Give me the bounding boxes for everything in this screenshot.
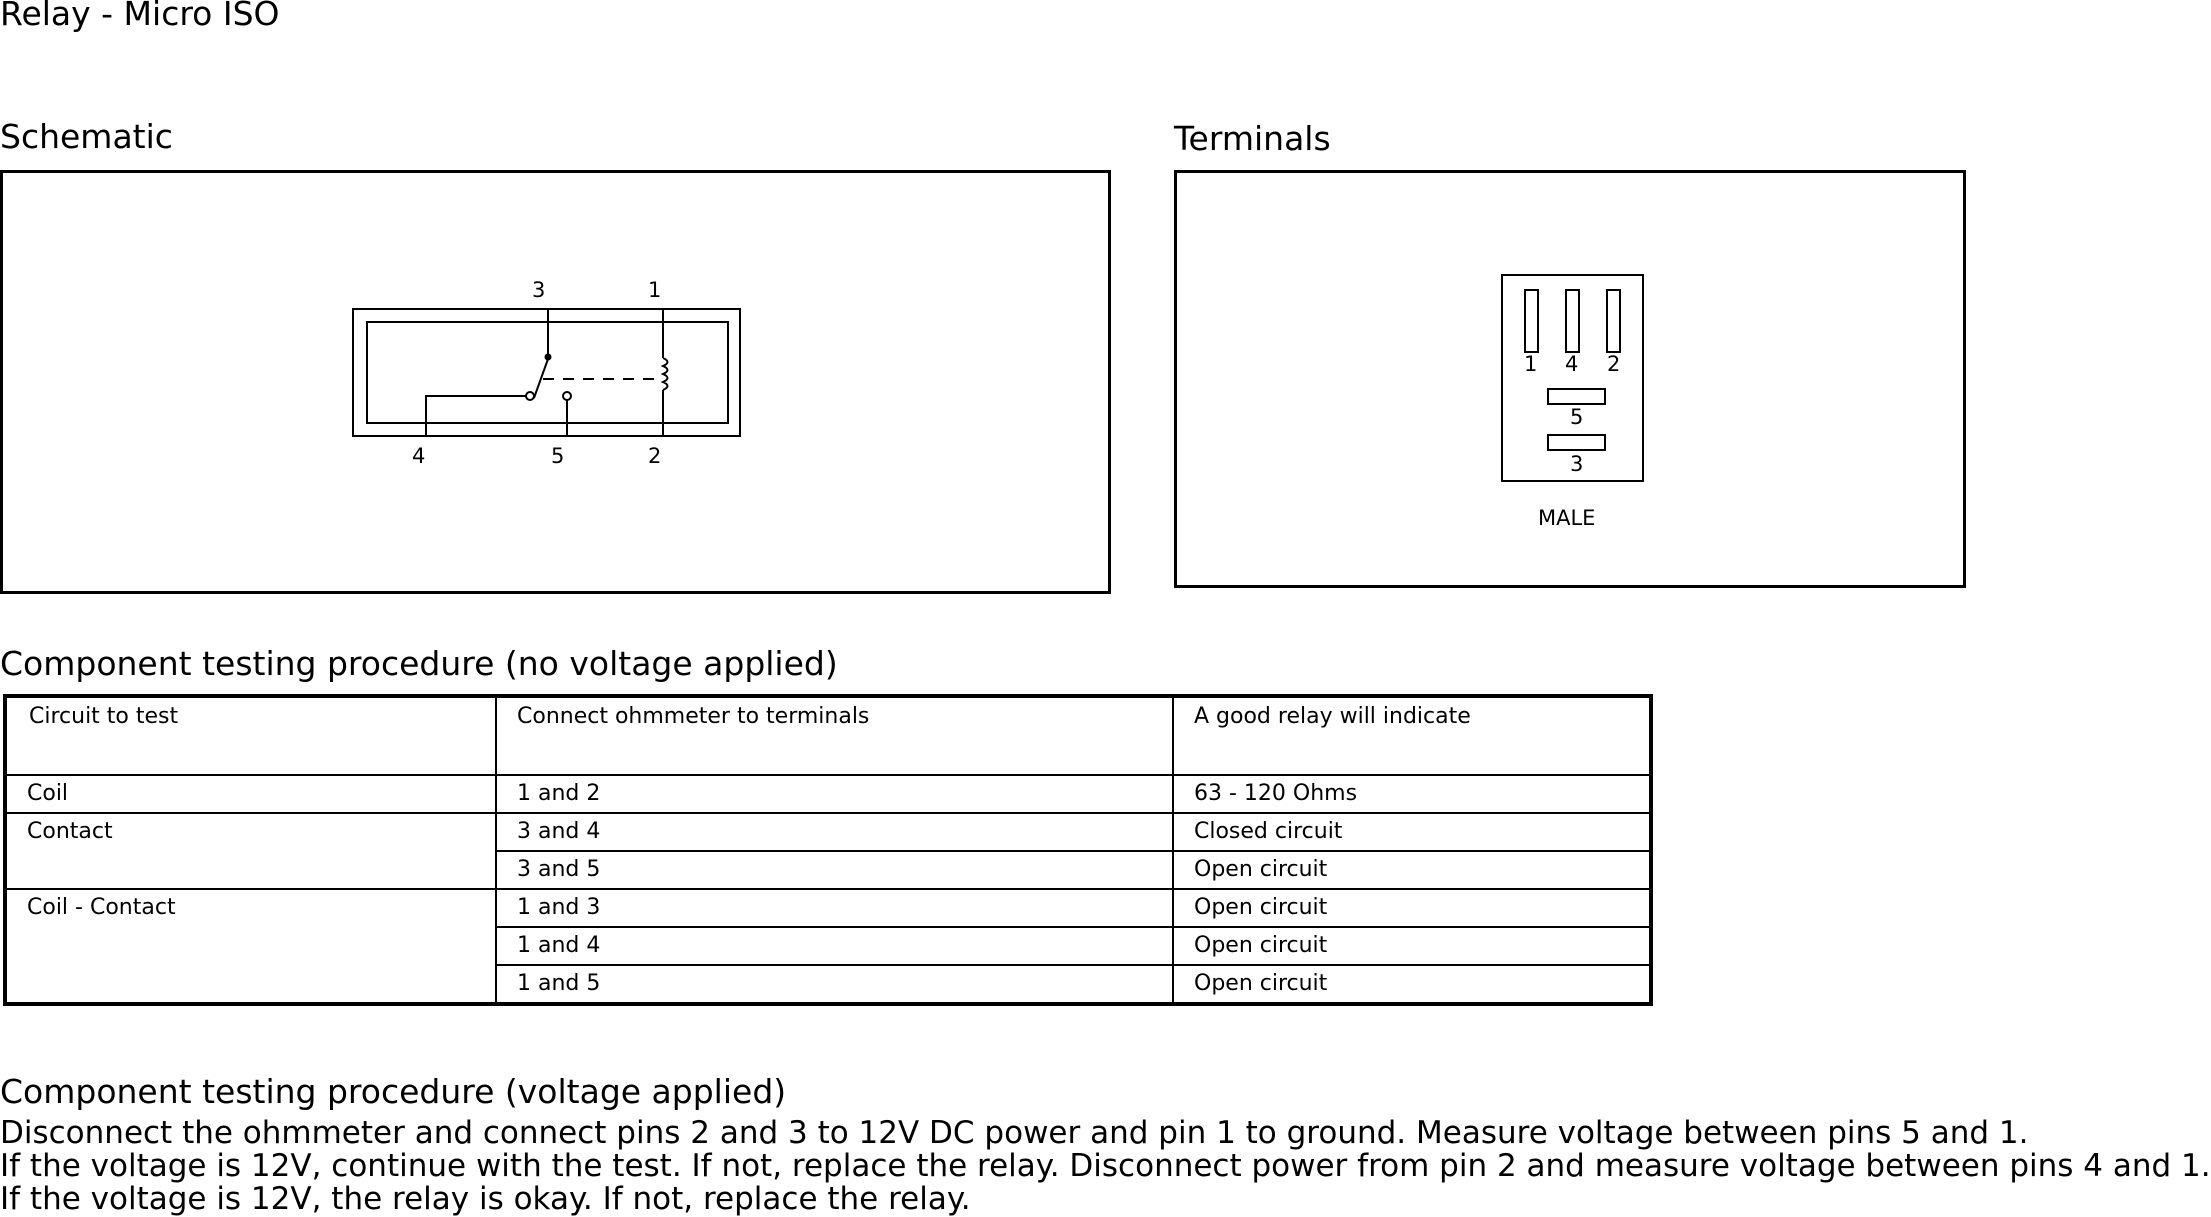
table-row: Coil - Contact 1 and 3 Open circuit <box>4 888 1652 1005</box>
terminal-blade-1 <box>1524 289 1539 353</box>
table-row: 1 and 5 Open circuit <box>5 964 1652 1005</box>
table-header-row: Circuit to test Connect ohmmeter to term… <box>4 695 1652 776</box>
terminal-blade-2 <box>1606 289 1621 353</box>
cell-terminals: 1 and 5 <box>495 964 1174 1005</box>
connector-outline <box>1501 274 1644 482</box>
cell-result: Open circuit <box>1172 926 1652 966</box>
schematic-heading: Schematic <box>0 117 173 156</box>
terminal-layout-diagram: 1 4 2 5 3 MALE <box>1501 274 1644 530</box>
column-header-terminals: Connect ohmmeter to terminals <box>495 695 1174 776</box>
cell-terminals: 1 and 3 <box>495 888 1174 928</box>
schematic-pin-4: 4 <box>412 444 425 468</box>
voltage-instruction-line-3: If the voltage is 12V, the relay is okay… <box>0 1181 971 1217</box>
terminal-label-4: 4 <box>1565 352 1578 376</box>
cell-terminals: 3 and 4 <box>495 812 1174 852</box>
cell-result: Open circuit <box>1172 888 1652 928</box>
terminals-heading: Terminals <box>1174 119 1331 158</box>
table-row: Contact 3 and 4 Closed circuit <box>4 812 1652 890</box>
table-row: 1 and 4 Open circuit <box>5 926 1652 966</box>
schematic-pin-3: 3 <box>532 278 545 302</box>
cell-circuit: Coil <box>4 774 497 814</box>
testing-no-voltage-heading: Component testing procedure (no voltage … <box>0 644 838 683</box>
cell-result: Open circuit <box>1172 850 1652 890</box>
pin-4-lead <box>425 395 526 436</box>
contact-5-terminal <box>562 391 572 401</box>
column-header-circuit: Circuit to test <box>4 695 497 776</box>
terminal-blade-5 <box>1547 388 1606 405</box>
terminal-label-1: 1 <box>1524 352 1537 376</box>
page-title: Relay - Micro ISO <box>0 0 280 33</box>
voltage-instruction-line-1: Disconnect the ohmmeter and connect pins… <box>0 1115 2029 1151</box>
relay-schematic-diagram: 3 1 4 5 2 <box>352 278 741 468</box>
cell-result: Open circuit <box>1172 964 1652 1005</box>
cell-terminals: 3 and 5 <box>495 850 1174 890</box>
switch-pivot <box>544 353 552 361</box>
schematic-pin-2: 2 <box>648 444 661 468</box>
coil-winding <box>660 357 669 391</box>
table-row: Coil 1 and 2 63 - 120 Ohms <box>4 774 1652 814</box>
schematic-pin-1: 1 <box>648 278 661 302</box>
voltage-instruction-line-2: If the voltage is 12V, continue with the… <box>0 1148 2211 1184</box>
terminal-label-3: 3 <box>1570 452 1583 476</box>
testing-voltage-heading: Component testing procedure (voltage app… <box>0 1072 787 1111</box>
terminal-label-5: 5 <box>1570 405 1583 429</box>
cell-result: 63 - 120 Ohms <box>1172 774 1652 814</box>
column-header-result: A good relay will indicate <box>1172 695 1652 776</box>
table-row: 3 and 5 Open circuit <box>5 850 1652 890</box>
terminal-caption: MALE <box>1538 506 1595 530</box>
cell-circuit: Coil - Contact <box>4 888 497 1005</box>
terminal-blade-4 <box>1565 289 1580 353</box>
relay-outer-housing <box>352 308 741 437</box>
cell-terminals: 1 and 2 <box>495 774 1174 814</box>
terminal-label-2: 2 <box>1607 352 1620 376</box>
cell-terminals: 1 and 4 <box>495 926 1174 966</box>
terminals-frame: 1 4 2 5 3 MALE <box>1174 170 1966 588</box>
schematic-frame: 3 1 4 5 2 <box>0 170 1111 594</box>
switch-blade <box>533 358 549 399</box>
schematic-pin-5: 5 <box>551 444 564 468</box>
terminal-blade-3 <box>1547 434 1606 451</box>
cell-circuit: Contact <box>4 812 497 890</box>
cell-result: Closed circuit <box>1172 812 1652 852</box>
component-test-table: Circuit to test Connect ohmmeter to term… <box>3 694 1653 1006</box>
contact-4-terminal <box>525 391 535 401</box>
